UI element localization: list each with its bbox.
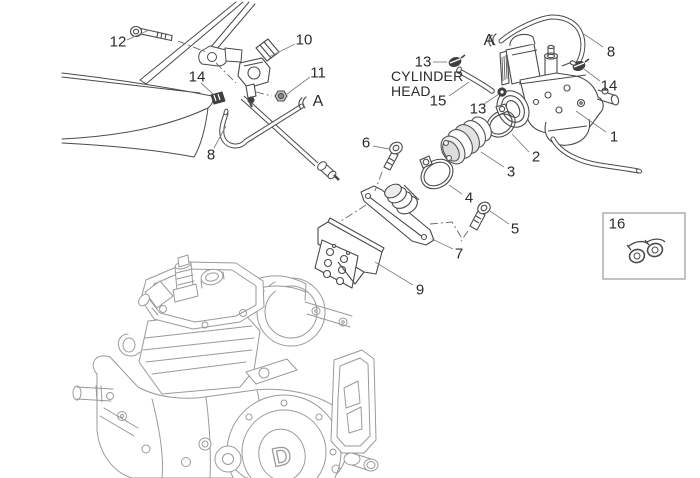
- callout-14-left: 14: [188, 68, 206, 86]
- inset-box-16: [602, 212, 686, 280]
- callout-1: 1: [609, 128, 619, 146]
- callout-9: 9: [415, 281, 425, 299]
- hose-8-right-drawing: [488, 14, 586, 66]
- callout-11: 11: [310, 64, 326, 82]
- hose-15-drawing: [456, 66, 495, 94]
- callout-6: 6: [361, 134, 371, 152]
- callout-8-left: 8: [206, 146, 216, 164]
- callout-14-right: 14: [600, 77, 618, 95]
- clip-13-top-drawing: [448, 54, 466, 68]
- cylinder-head-note-line1: CYLINDER: [391, 68, 464, 84]
- fuel-tap-drawing: [237, 38, 280, 108]
- intake-sleeve-drawing: [440, 116, 492, 165]
- callout-5: 5: [510, 220, 520, 238]
- callout-10: 10: [295, 31, 313, 49]
- drain-hose-drawing: [550, 136, 643, 174]
- manifold-drawing: [360, 183, 435, 246]
- grommet-13-drawing: [497, 87, 507, 97]
- reed-valve-drawing: [314, 217, 385, 289]
- assembly-axis-lines: [177, 40, 469, 242]
- engine-drawing: D: [72, 254, 379, 478]
- fuel-tank-outline: [61, 1, 256, 158]
- clamp-4-drawing: [419, 155, 454, 190]
- callout-4: 4: [464, 189, 474, 207]
- callout-13-mid: 13: [469, 100, 487, 118]
- section-marker-a-right: A: [483, 32, 495, 49]
- bolt-12-drawing: [129, 25, 173, 42]
- callout-13-top: 13: [414, 53, 432, 71]
- fuel-line-drawing: [240, 95, 340, 181]
- bolt-5-drawing: [469, 201, 491, 231]
- callout-leader-lines: [126, 29, 607, 286]
- section-marker-a-left: A: [312, 93, 324, 110]
- cylinder-head-note: CYLINDER HEAD: [391, 69, 463, 99]
- spring-14-left-drawing: [210, 91, 226, 105]
- carburettor-drawing: [496, 33, 620, 146]
- callout-16: 16: [608, 215, 626, 233]
- callout-15: 15: [429, 92, 447, 110]
- cylinder-head-note-line2: HEAD: [391, 83, 431, 99]
- callout-12: 12: [109, 33, 127, 51]
- callout-2: 2: [531, 148, 541, 166]
- hose-8-left-drawing: [219, 96, 307, 149]
- callout-3: 3: [506, 163, 516, 181]
- hose-clip-16-drawing: [626, 238, 666, 264]
- callout-8-right: 8: [606, 43, 616, 61]
- nut-11-drawing: [274, 90, 288, 102]
- callout-7: 7: [454, 245, 464, 263]
- bolt-6-drawing: [383, 141, 403, 171]
